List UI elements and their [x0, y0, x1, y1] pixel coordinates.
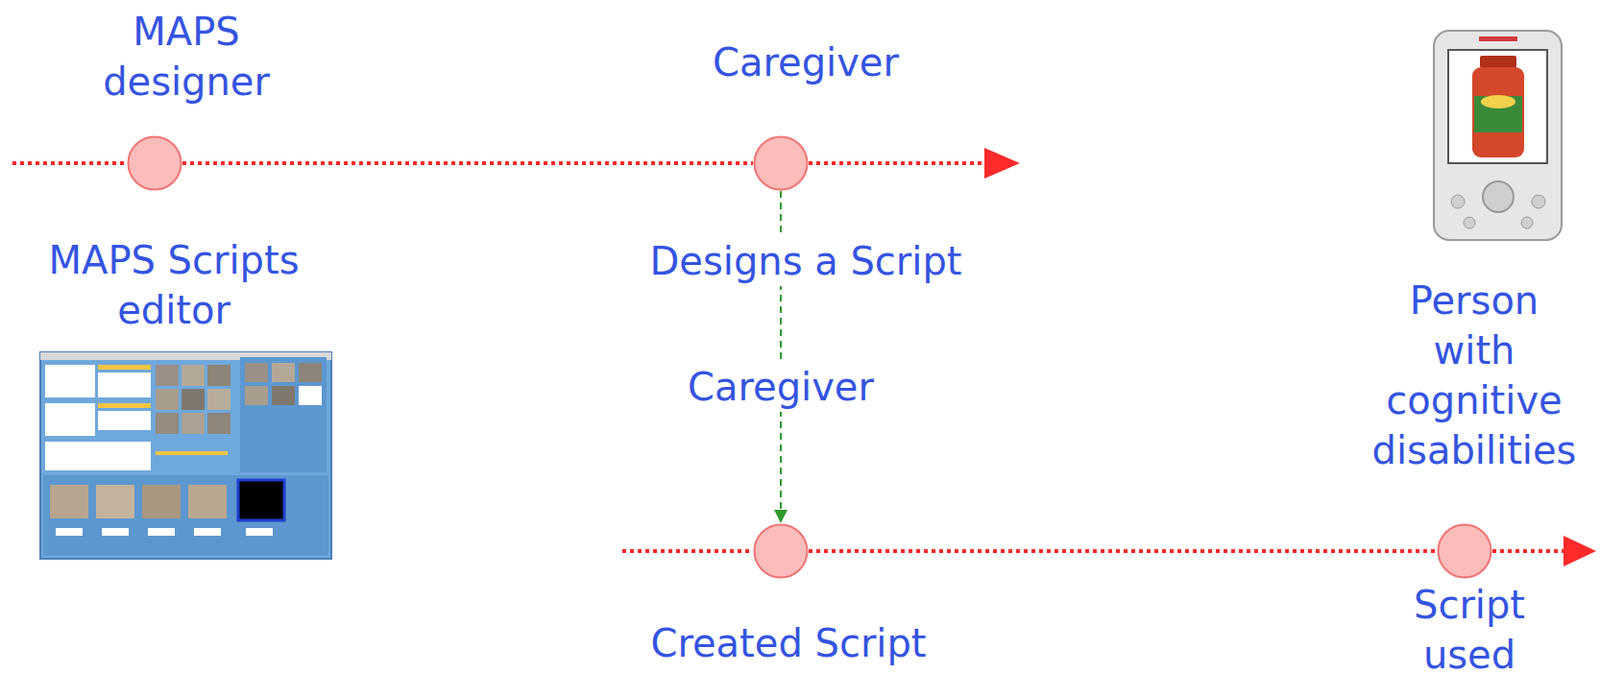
- illustration-part: [142, 484, 181, 519]
- illustration-part: [96, 484, 135, 519]
- timeline-event: Person with cognitive disabilitiesScript…: [1436, 523, 1493, 580]
- timeline-event: CaregiverDesigns a Script: [752, 135, 809, 192]
- timeline-segment: [808, 549, 1437, 554]
- illustration-part: [193, 528, 221, 536]
- timeline-arrowhead: [1563, 535, 1597, 567]
- timeline-segment: [808, 161, 986, 166]
- event-heading: Person with cognitive disabilities: [1368, 275, 1581, 476]
- pda-device: [1433, 30, 1562, 241]
- timeline-segment: [12, 161, 127, 166]
- illustration-part: [101, 528, 129, 536]
- timeline-segment: [182, 161, 753, 166]
- illustration-part: [238, 480, 285, 521]
- illustration-part: [49, 484, 89, 519]
- illustration-part: [1472, 67, 1525, 158]
- timeline-segment: [622, 549, 753, 554]
- illustration-part: [55, 528, 83, 536]
- illustration-part: [1480, 95, 1516, 109]
- event-heading: Created Script: [646, 618, 930, 669]
- event-heading: Caregiver: [708, 37, 903, 88]
- illustration-part: [245, 528, 273, 536]
- illustration-part: [45, 403, 96, 437]
- illustration-part: [1448, 49, 1548, 164]
- illustration-part: [207, 364, 231, 387]
- editor-screenshot: [40, 352, 332, 559]
- event-circle-outline: [752, 523, 809, 580]
- illustration-part: [298, 386, 322, 406]
- illustration-part: [207, 412, 231, 435]
- timeline-event: MAPS designer: [126, 135, 183, 192]
- event-circle: [128, 137, 182, 191]
- illustration-part: [298, 363, 322, 383]
- illustration-part: [1531, 194, 1546, 209]
- event-circle-outline: [1436, 523, 1493, 580]
- illustration-part: [45, 441, 151, 471]
- illustration-part: [1463, 217, 1476, 229]
- illustration-part: [40, 352, 332, 559]
- illustration-part: [271, 363, 295, 383]
- illustration-part: [244, 386, 268, 406]
- illustration-part: [188, 484, 227, 519]
- illustration-part: [1433, 30, 1562, 241]
- timeline-segment: [1492, 549, 1565, 554]
- illustration-part: [240, 357, 327, 473]
- illustration-part: [97, 372, 151, 398]
- timeline-arrowhead: [984, 147, 1020, 179]
- illustration-part: [155, 388, 179, 411]
- screenshot-caption: MAPS Scripts editor: [25, 235, 322, 336]
- event-heading: MAPS designer: [98, 6, 274, 107]
- event-caption: Designs a Script: [646, 236, 967, 287]
- illustration-part: [271, 386, 295, 406]
- edge-label: Caregiver: [683, 362, 878, 413]
- illustration-part: [244, 363, 268, 383]
- illustration-part: [181, 364, 205, 387]
- event-circle-outline: [752, 135, 809, 192]
- illustration-part: [1451, 194, 1465, 209]
- illustration-part: [207, 388, 231, 411]
- illustration-part: [147, 528, 175, 536]
- illustration-part: [155, 364, 179, 387]
- illustration-part: [155, 412, 179, 435]
- event-circle: [1438, 525, 1492, 579]
- illustration-part: [97, 411, 151, 431]
- event-caption: Script used: [1409, 580, 1529, 680]
- illustration-part: [181, 412, 205, 435]
- event-circle: [754, 137, 808, 191]
- illustration-part: [1479, 55, 1517, 69]
- illustration-part: [181, 388, 205, 411]
- timeline-event: Created Script: [752, 523, 809, 580]
- illustration-part: [155, 451, 228, 456]
- event-circle-outline: [126, 135, 183, 192]
- illustration-part: [1478, 36, 1518, 42]
- illustration-part: [43, 475, 329, 557]
- illustration-part: [97, 403, 151, 409]
- illustration-part: [97, 364, 151, 370]
- illustration-part: [1521, 217, 1533, 229]
- illustration-part: [1482, 181, 1514, 213]
- event-circle: [754, 525, 808, 579]
- illustration-part: [45, 364, 96, 398]
- illustration-part: [1474, 96, 1523, 133]
